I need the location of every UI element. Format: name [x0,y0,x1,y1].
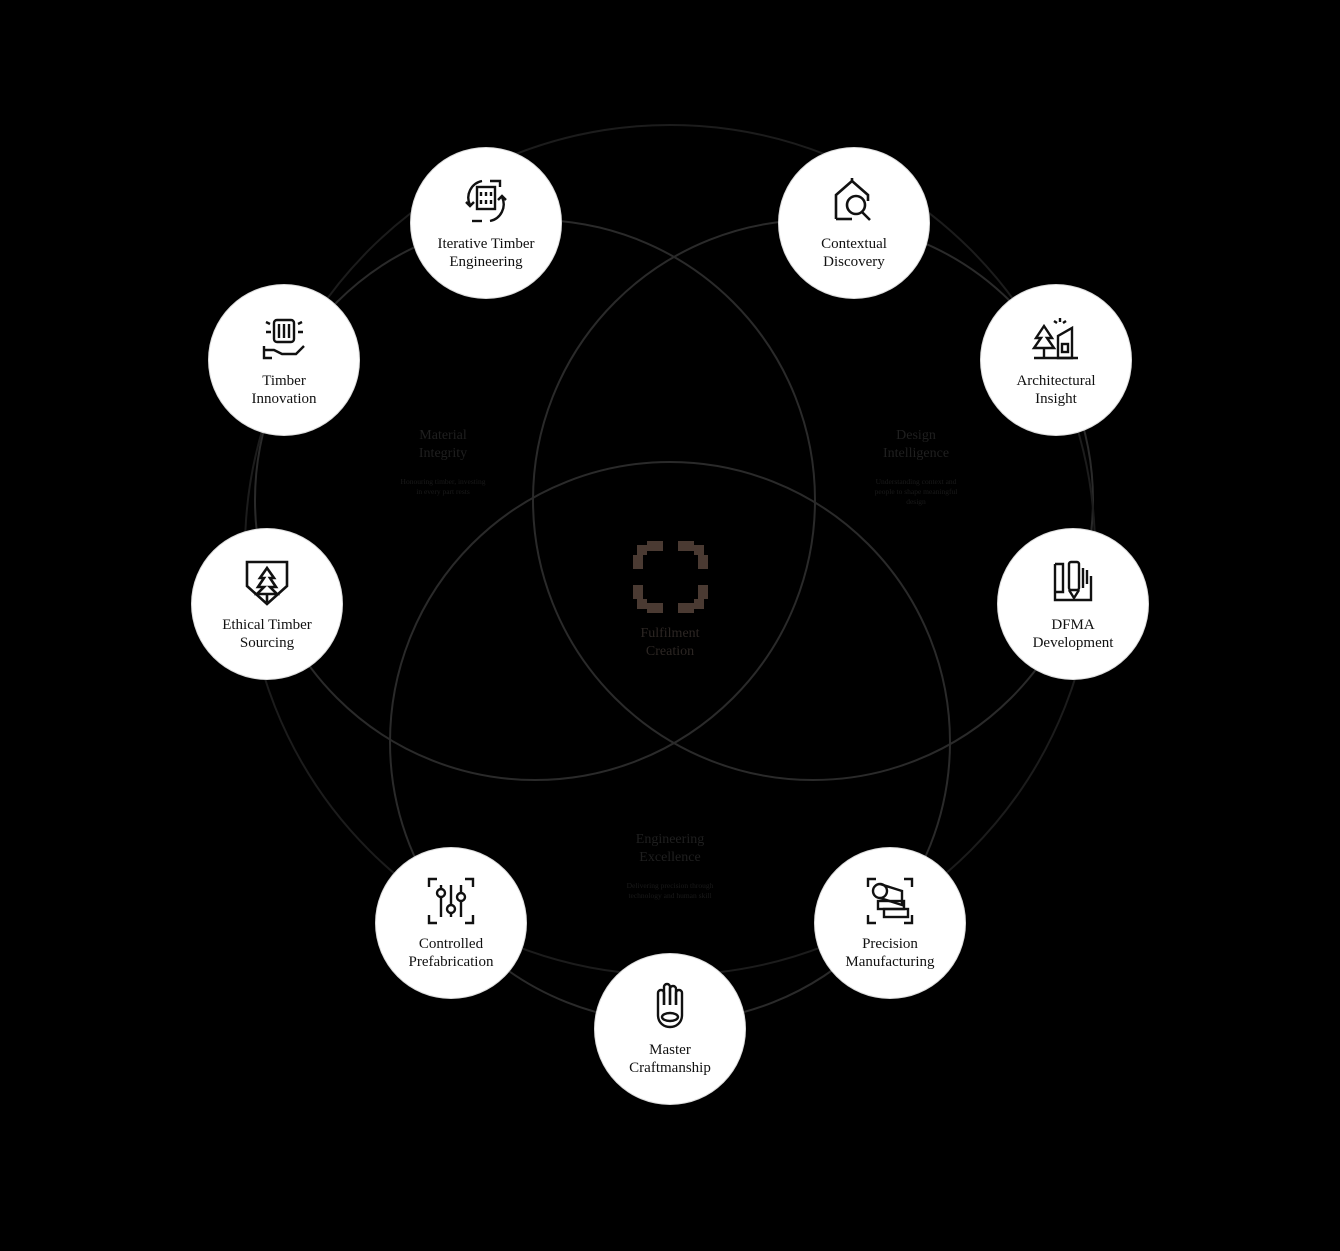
region-title-line1: Design [896,428,936,443]
node-timber-innovation[interactable]: Timber Innovation [209,285,359,435]
node-label-line2: Development [1032,635,1114,651]
region-design: Design Intelligence Understanding contex… [836,427,996,507]
hand-icon [656,982,684,1029]
node-label-line2: Manufacturing [845,954,935,970]
node-label-line1: Timber [262,373,306,389]
node-label-line1: Ethical Timber [222,617,312,633]
node-label: Ethical Timber Sourcing [222,616,312,652]
region-title-line2: Intelligence [882,446,950,461]
log-hand-icon [262,318,305,360]
region-material: Material Integrity Honouring timber, inv… [363,427,523,497]
node-controlled-prefabrication[interactable]: Controlled Prefabrication [376,848,526,998]
node-label: DFMA Development [1033,616,1114,652]
node-label: Precision Manufacturing [845,935,934,971]
node-label-line2: Insight [1035,391,1077,407]
node-contextual-discovery[interactable]: Contextual Discovery [779,148,929,298]
venn-circle-material [254,219,816,781]
blueprint-pencil-icon [1053,560,1093,602]
region-engineering: Engineering Excellence Delivering precis… [590,831,750,901]
region-title: Engineering Excellence [590,831,750,867]
node-label-line2: Prefabrication [408,954,494,970]
node-label-line2: Discovery [823,254,885,270]
region-desc-line1: Honouring timber, investing [400,477,486,486]
region-title: Material Integrity [363,427,523,463]
region-title-line2: Excellence [639,850,701,865]
region-title: Design Intelligence [836,427,996,463]
node-label-line1: Master [649,1042,691,1058]
center-logo-icon [633,541,708,613]
region-description: Delivering precision through technology … [590,881,750,901]
timber-stack-icon [866,877,914,925]
center-title-line1: Fulfilment [640,626,700,641]
region-desc-line2: in every part rests [416,487,470,496]
shield-tree-icon [245,560,289,606]
node-label-line2: Engineering [449,254,523,270]
region-title-line1: Material [419,428,467,443]
node-precision-manufacturing[interactable]: Precision Manufacturing [815,848,965,998]
sliders-icon [427,877,475,925]
tree-building-icon [1031,318,1078,360]
node-label-line1: Architectural [1016,373,1096,389]
region-desc-line1: Understanding context and [875,477,957,486]
cycle-building-icon [465,179,507,223]
node-label-line2: Innovation [251,391,317,407]
region-desc-line3: design [906,497,926,506]
node-label-line1: DFMA [1051,617,1095,633]
house-magnifier-icon [834,178,871,221]
node-label: Timber Innovation [252,372,317,408]
node-label: Contextual Discovery [821,235,887,271]
node-label: Iterative Timber Engineering [437,235,534,271]
node-iterative-timber-engineering[interactable]: Iterative Timber Engineering [411,148,561,298]
region-desc-line2: people to shape meaningful [874,487,958,496]
node-master-craftmanship[interactable]: Master Craftmanship [595,954,745,1104]
node-label: Architectural Insight [1016,372,1095,408]
region-description: Honouring timber, investing in every par… [363,477,523,497]
region-title-line2: Integrity [418,446,468,461]
node-label-line1: Contextual [821,236,887,252]
node-ethical-timber-sourcing[interactable]: Ethical Timber Sourcing [192,529,342,679]
region-description: Understanding context and people to shap… [836,477,996,507]
node-label-line1: Iterative Timber [437,236,535,252]
center-title-line2: Creation [645,644,695,659]
node-label-line2: Craftmanship [629,1060,711,1076]
node-label: Master Craftmanship [629,1041,711,1077]
node-dfma-development[interactable]: DFMA Development [998,529,1148,679]
region-desc-line1: Delivering precision through [626,881,714,890]
node-architectural-insight[interactable]: Architectural Insight [981,285,1131,435]
node-label-line1: Precision [862,936,918,952]
center-title: Fulfilment Creation [570,625,770,661]
node-label-line2: Sourcing [239,635,295,651]
node-label-line1: Controlled [418,936,484,952]
region-title-line1: Engineering [635,832,705,847]
node-label: Controlled Prefabrication [409,935,494,971]
region-desc-line2: technology and human skill [628,891,712,900]
